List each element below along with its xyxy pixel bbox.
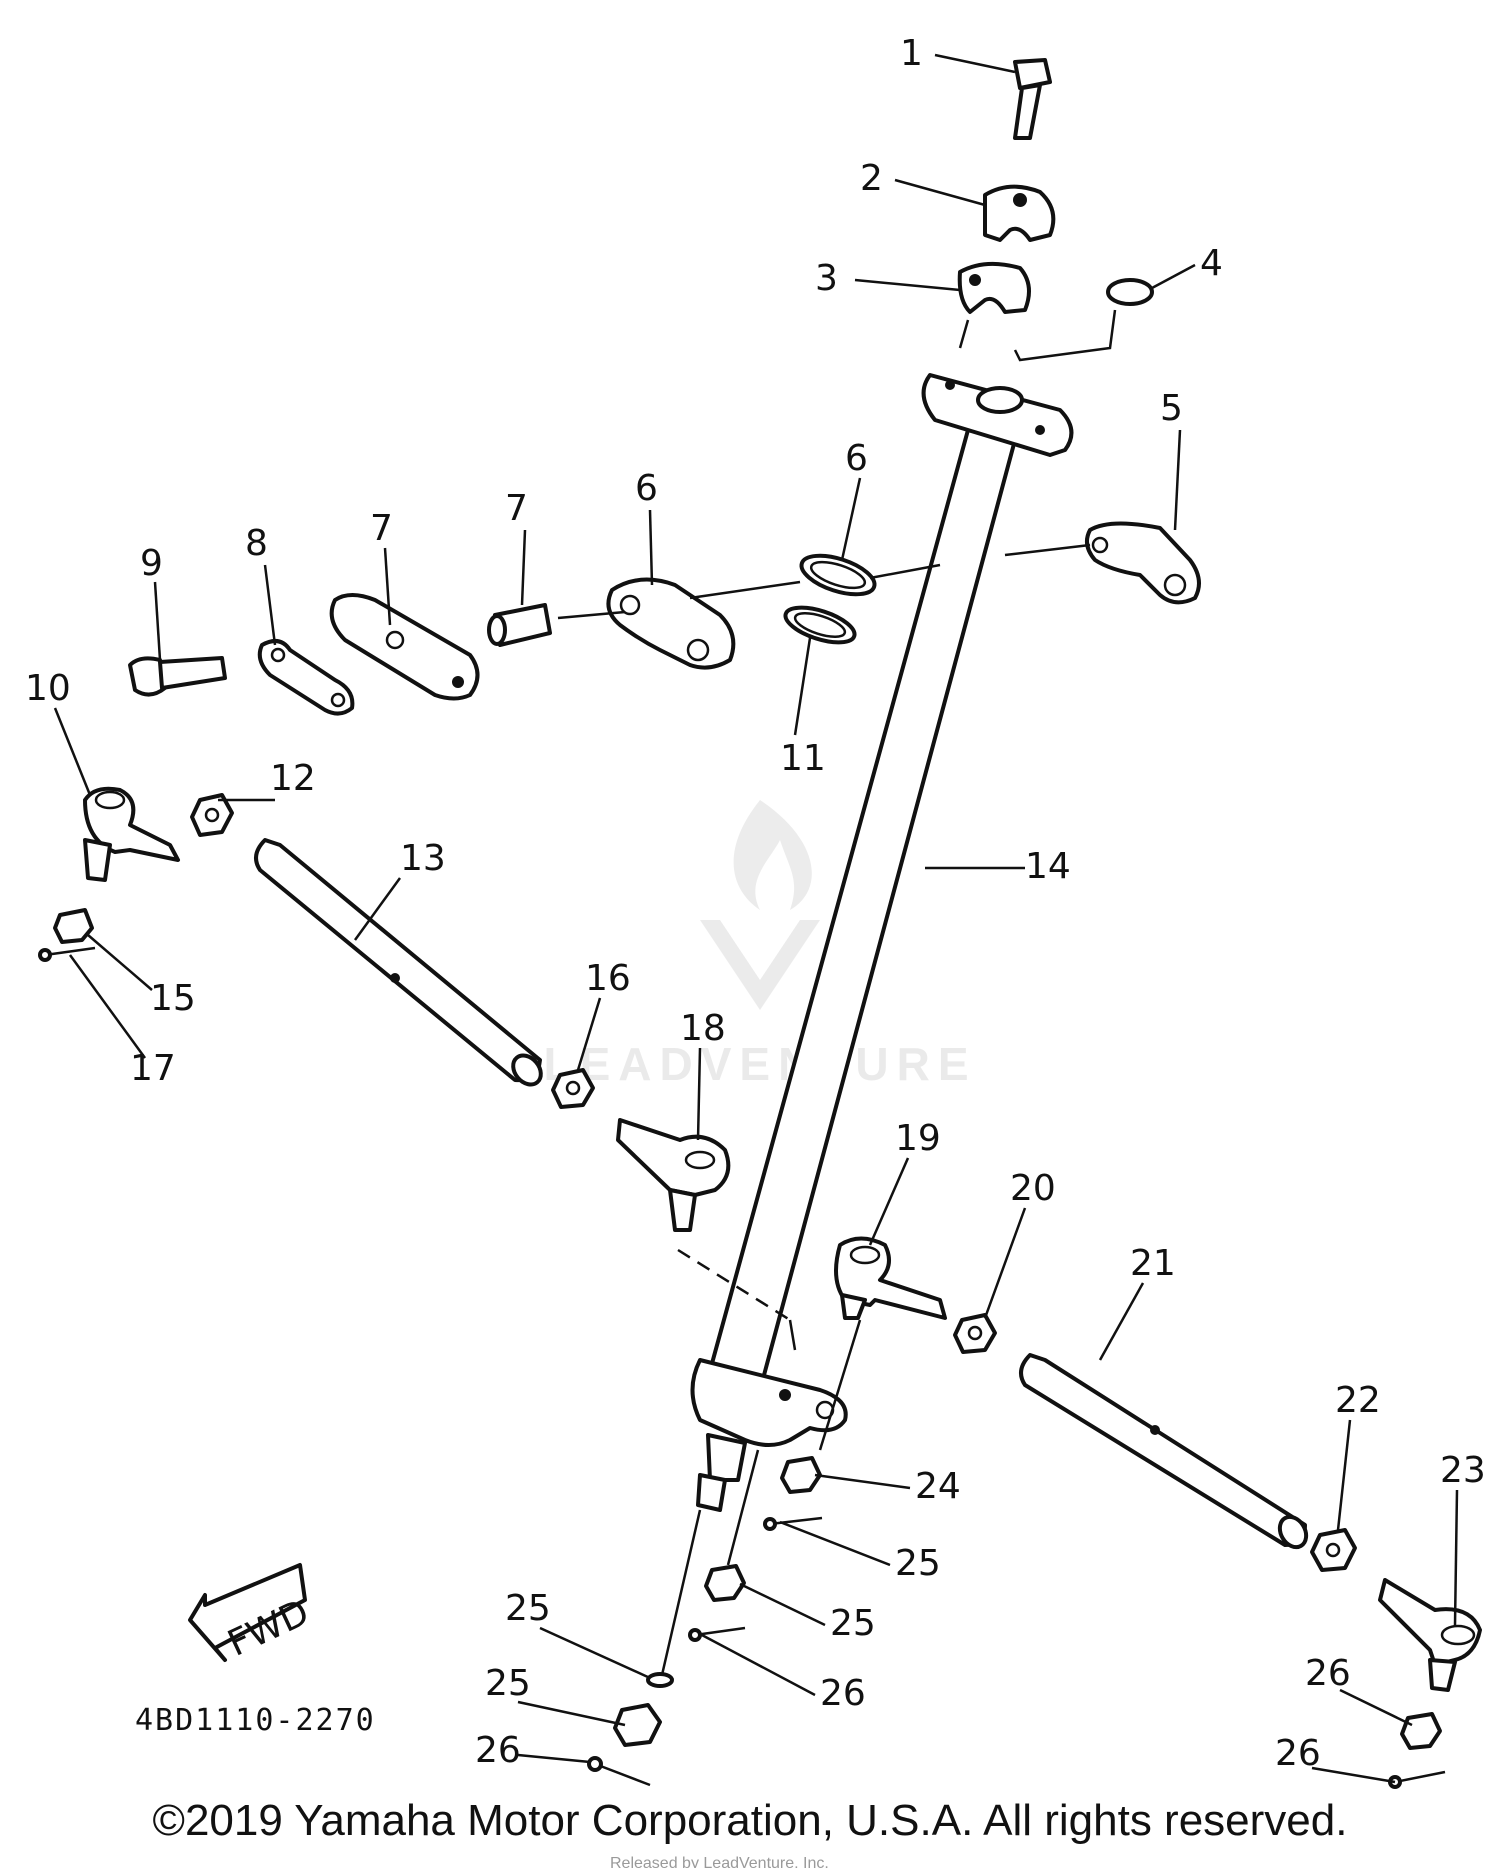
part-26-cotter-pin-b[interactable]: [763, 1516, 823, 1531]
callout-7-lower: 11: [780, 738, 826, 779]
part-4-lower-holder[interactable]: [957, 261, 1031, 314]
v-logo-icon: [700, 920, 820, 1010]
part-6-clamp-right[interactable]: [1084, 521, 1201, 605]
leader-lines: [53, 53, 1459, 1784]
callout-19: 22: [1335, 1380, 1381, 1421]
copyright-footer: ©2019 Yamaha Motor Corporation, U.S.A. A…: [152, 1796, 1348, 1845]
assembly-lines: [557, 309, 1117, 1676]
callout-11: 7: [505, 488, 528, 529]
part-16-tie-rod-end[interactable]: [834, 1236, 947, 1320]
callout-16: 19: [895, 1118, 941, 1159]
part-26-cotter-pin-c[interactable]: [688, 1626, 746, 1642]
part-1-steering-shaft[interactable]: [690, 373, 1074, 1512]
callout-15: 21: [1130, 1243, 1176, 1284]
callout-13: 25: [485, 1663, 531, 1704]
part-10-lock-plate[interactable]: [257, 639, 355, 716]
part-22-tie-rod-end-left[interactable]: [83, 786, 180, 882]
callout-6-left: 6: [635, 468, 658, 509]
callout-20: 13: [400, 838, 446, 879]
callout-26-c: 26: [820, 1673, 866, 1714]
callout-24: 12: [270, 758, 316, 799]
part-26-cotter-pin-a[interactable]: [38, 946, 96, 962]
part-15-tie-rod-right[interactable]: [1019, 1353, 1311, 1552]
part-5-bolt[interactable]: [1013, 58, 1052, 140]
callout-labels: 1 2 3 4 5 6 6 7 7 8 9 10 11 12 13 14 15 …: [25, 33, 1486, 1774]
part-11-collar[interactable]: [487, 603, 552, 647]
part-6-lever-left[interactable]: [606, 577, 736, 670]
part-8-plate[interactable]: [329, 593, 480, 701]
callout-26-b: 25: [895, 1543, 941, 1584]
part-14-cotter-pin[interactable]: [587, 1756, 651, 1787]
callout-25-d: 26: [1305, 1653, 1351, 1694]
leadventure-watermark: LEADVENTURE: [543, 800, 976, 1090]
callout-6-right: 5: [1160, 388, 1183, 429]
part-17-tie-rod-end-right[interactable]: [1378, 1578, 1482, 1692]
callout-10: 8: [245, 523, 268, 564]
part-12-washer[interactable]: [646, 1672, 674, 1688]
callout-23: 16: [585, 958, 631, 999]
part-21-tie-rod-end[interactable]: [616, 1118, 731, 1232]
callout-8: 7: [370, 508, 393, 549]
callout-17: 23: [1440, 1450, 1486, 1491]
watermark-small-text: Released by LeadVenture, Inc.: [610, 1855, 829, 1868]
callout-25-c: 25: [830, 1603, 876, 1644]
part-18-nut[interactable]: [953, 1313, 997, 1354]
callout-14: 26: [475, 1730, 521, 1771]
part-25-castle-nut-d[interactable]: [1400, 1712, 1442, 1750]
callout-25-a: 15: [150, 978, 196, 1019]
part-9-bolt[interactable]: [128, 656, 227, 697]
callout-2: 4: [1200, 243, 1223, 284]
drawing-code: 4BD1110-2270: [135, 1703, 376, 1738]
callout-1: 14: [1025, 846, 1071, 887]
part-13-nut[interactable]: [613, 1703, 662, 1747]
callout-26-a: 17: [130, 1048, 176, 1089]
callout-12: 25: [505, 1588, 551, 1629]
part-25-castle-nut-a[interactable]: [53, 908, 94, 944]
fwd-arrow-icon: FWD: [188, 1563, 315, 1665]
part-7-ring-lower[interactable]: [781, 601, 858, 650]
callout-21: 18: [680, 1008, 726, 1049]
callout-5: 1: [900, 33, 923, 74]
part-3-upper-holder[interactable]: [983, 184, 1056, 242]
callout-4: 3: [815, 258, 838, 299]
callout-3: 2: [860, 158, 883, 199]
part-20-tie-rod-left[interactable]: [254, 838, 546, 1090]
callout-18: 20: [1010, 1168, 1056, 1209]
part-25-castle-nut-b[interactable]: [780, 1456, 822, 1494]
callout-9: 9: [140, 543, 163, 584]
callout-22: 10: [25, 668, 71, 709]
watermark-text: LEADVENTURE: [543, 1038, 976, 1090]
part-19-nut[interactable]: [1310, 1528, 1357, 1572]
part-25-castle-nut-c[interactable]: [704, 1564, 746, 1602]
part-7-ring-upper[interactable]: [797, 548, 879, 602]
part-2-cap[interactable]: [1106, 278, 1154, 306]
callout-25-b: 24: [915, 1466, 961, 1507]
part-24-nut[interactable]: [190, 793, 234, 837]
callout-7-upper: 6: [845, 438, 868, 479]
part-26-cotter-pin-d[interactable]: [1388, 1770, 1446, 1789]
flame-logo-icon: [733, 800, 812, 910]
part-23-nut[interactable]: [551, 1068, 595, 1109]
